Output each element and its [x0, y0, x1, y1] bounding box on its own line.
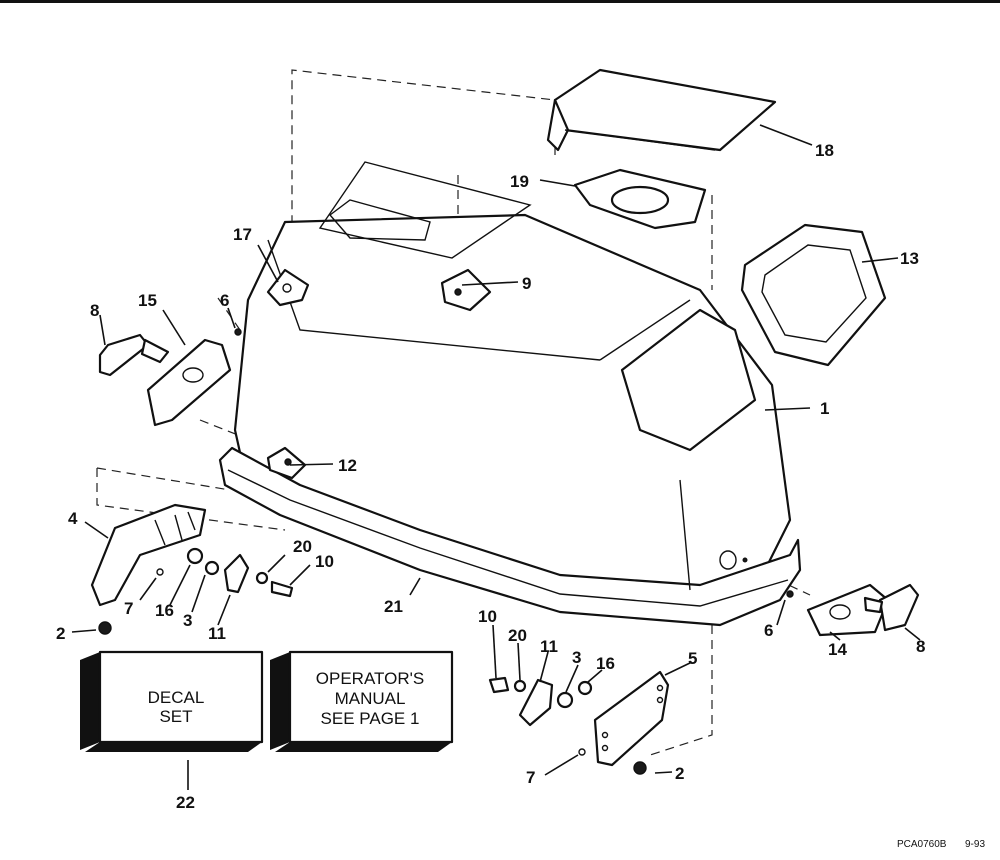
callout-14: 14	[828, 640, 847, 659]
callout-11-left: 11	[208, 624, 226, 643]
callout-19: 19	[510, 172, 529, 191]
washer-3-left-icon	[204, 560, 220, 576]
vent-plate-12-icon	[266, 446, 307, 480]
decal-set-box-icon	[80, 650, 264, 752]
callout-7-left: 7	[124, 599, 133, 618]
callout-16-left: 16	[155, 601, 174, 620]
callout-3-right: 3	[572, 648, 581, 667]
bracket-11-right-icon	[518, 678, 554, 727]
callout-16-right: 16	[596, 654, 615, 673]
footer-code: PCA0760B	[897, 839, 947, 850]
left-hardware	[98, 547, 294, 635]
cover-hood-icon	[546, 68, 777, 152]
callout-7-right: 7	[526, 768, 535, 787]
washer-16-right-icon	[577, 680, 593, 696]
callout-9: 9	[522, 274, 531, 293]
latch-plate-left-icon	[146, 338, 232, 427]
decal-box-line1: DECAL	[148, 688, 205, 707]
callout-2-left: 2	[56, 624, 65, 643]
callout-20-right: 20	[508, 626, 527, 645]
washer-20-left-icon	[255, 571, 269, 585]
callout-11-right: 11	[540, 637, 558, 656]
grommet-2-right-icon	[633, 761, 647, 775]
washer-3-right-icon	[556, 691, 574, 709]
window-seal-icon	[740, 223, 887, 367]
decal-box-line2: SET	[159, 707, 192, 726]
manual-box-line2: MANUAL	[335, 689, 406, 708]
right-hardware	[488, 676, 647, 775]
callout-6-right: 6	[764, 621, 773, 640]
screw-10-right-icon	[488, 676, 510, 694]
latch-plate-right-icon	[806, 583, 890, 637]
callout-21: 21	[384, 597, 403, 616]
leader-lines	[71, 124, 921, 790]
latch-handle-left-icon	[98, 333, 170, 377]
nut-7-right-icon	[578, 748, 586, 756]
engine-cover-icon	[218, 161, 802, 627]
callout-3-left: 3	[183, 611, 192, 630]
callout-2-right: 2	[675, 764, 684, 783]
callout-10-right: 10	[478, 607, 497, 626]
washer-20-right-icon	[513, 679, 527, 693]
bracket-5-icon	[593, 670, 670, 767]
alignment-lines	[96, 69, 811, 756]
vent-gasket-icon	[573, 168, 707, 230]
grommet-2-left-icon	[98, 621, 112, 635]
callout-20-left: 20	[293, 537, 312, 556]
latch-handle-right-icon	[863, 583, 920, 632]
callout-8-right: 8	[916, 637, 925, 656]
manual-box-line3: SEE PAGE 1	[321, 709, 420, 728]
footer-date: 9-93	[965, 839, 985, 850]
screw-6-left-icon	[234, 328, 242, 336]
callout-numbers: 1 18 19 13 9 12 17 15 8 6 4 2 7 16 3 11 …	[56, 141, 925, 812]
vent-plate-17-icon	[266, 268, 310, 307]
callout-1: 1	[820, 399, 829, 418]
washer-16-left-icon	[186, 547, 204, 565]
bracket-4-icon	[90, 503, 207, 607]
callout-15: 15	[138, 291, 157, 310]
bracket-11-left-icon	[223, 553, 250, 594]
nut-7-left-icon	[156, 568, 164, 576]
callout-12: 12	[338, 456, 357, 475]
screw-10-left-icon	[270, 580, 294, 598]
callout-4: 4	[68, 509, 78, 528]
callout-18: 18	[815, 141, 834, 160]
callout-22: 22	[176, 793, 195, 812]
callout-13: 13	[900, 249, 919, 268]
callout-10-left: 10	[315, 552, 334, 571]
callout-8-left: 8	[90, 301, 99, 320]
callout-6-left: 6	[220, 291, 229, 310]
manual-box-line1: OPERATOR'S	[316, 669, 424, 688]
screw-6-right-icon	[786, 590, 794, 598]
operators-manual-box-icon	[270, 650, 454, 752]
callout-17: 17	[233, 225, 252, 244]
vent-plate-9-icon	[440, 268, 492, 312]
callout-5: 5	[688, 649, 697, 668]
